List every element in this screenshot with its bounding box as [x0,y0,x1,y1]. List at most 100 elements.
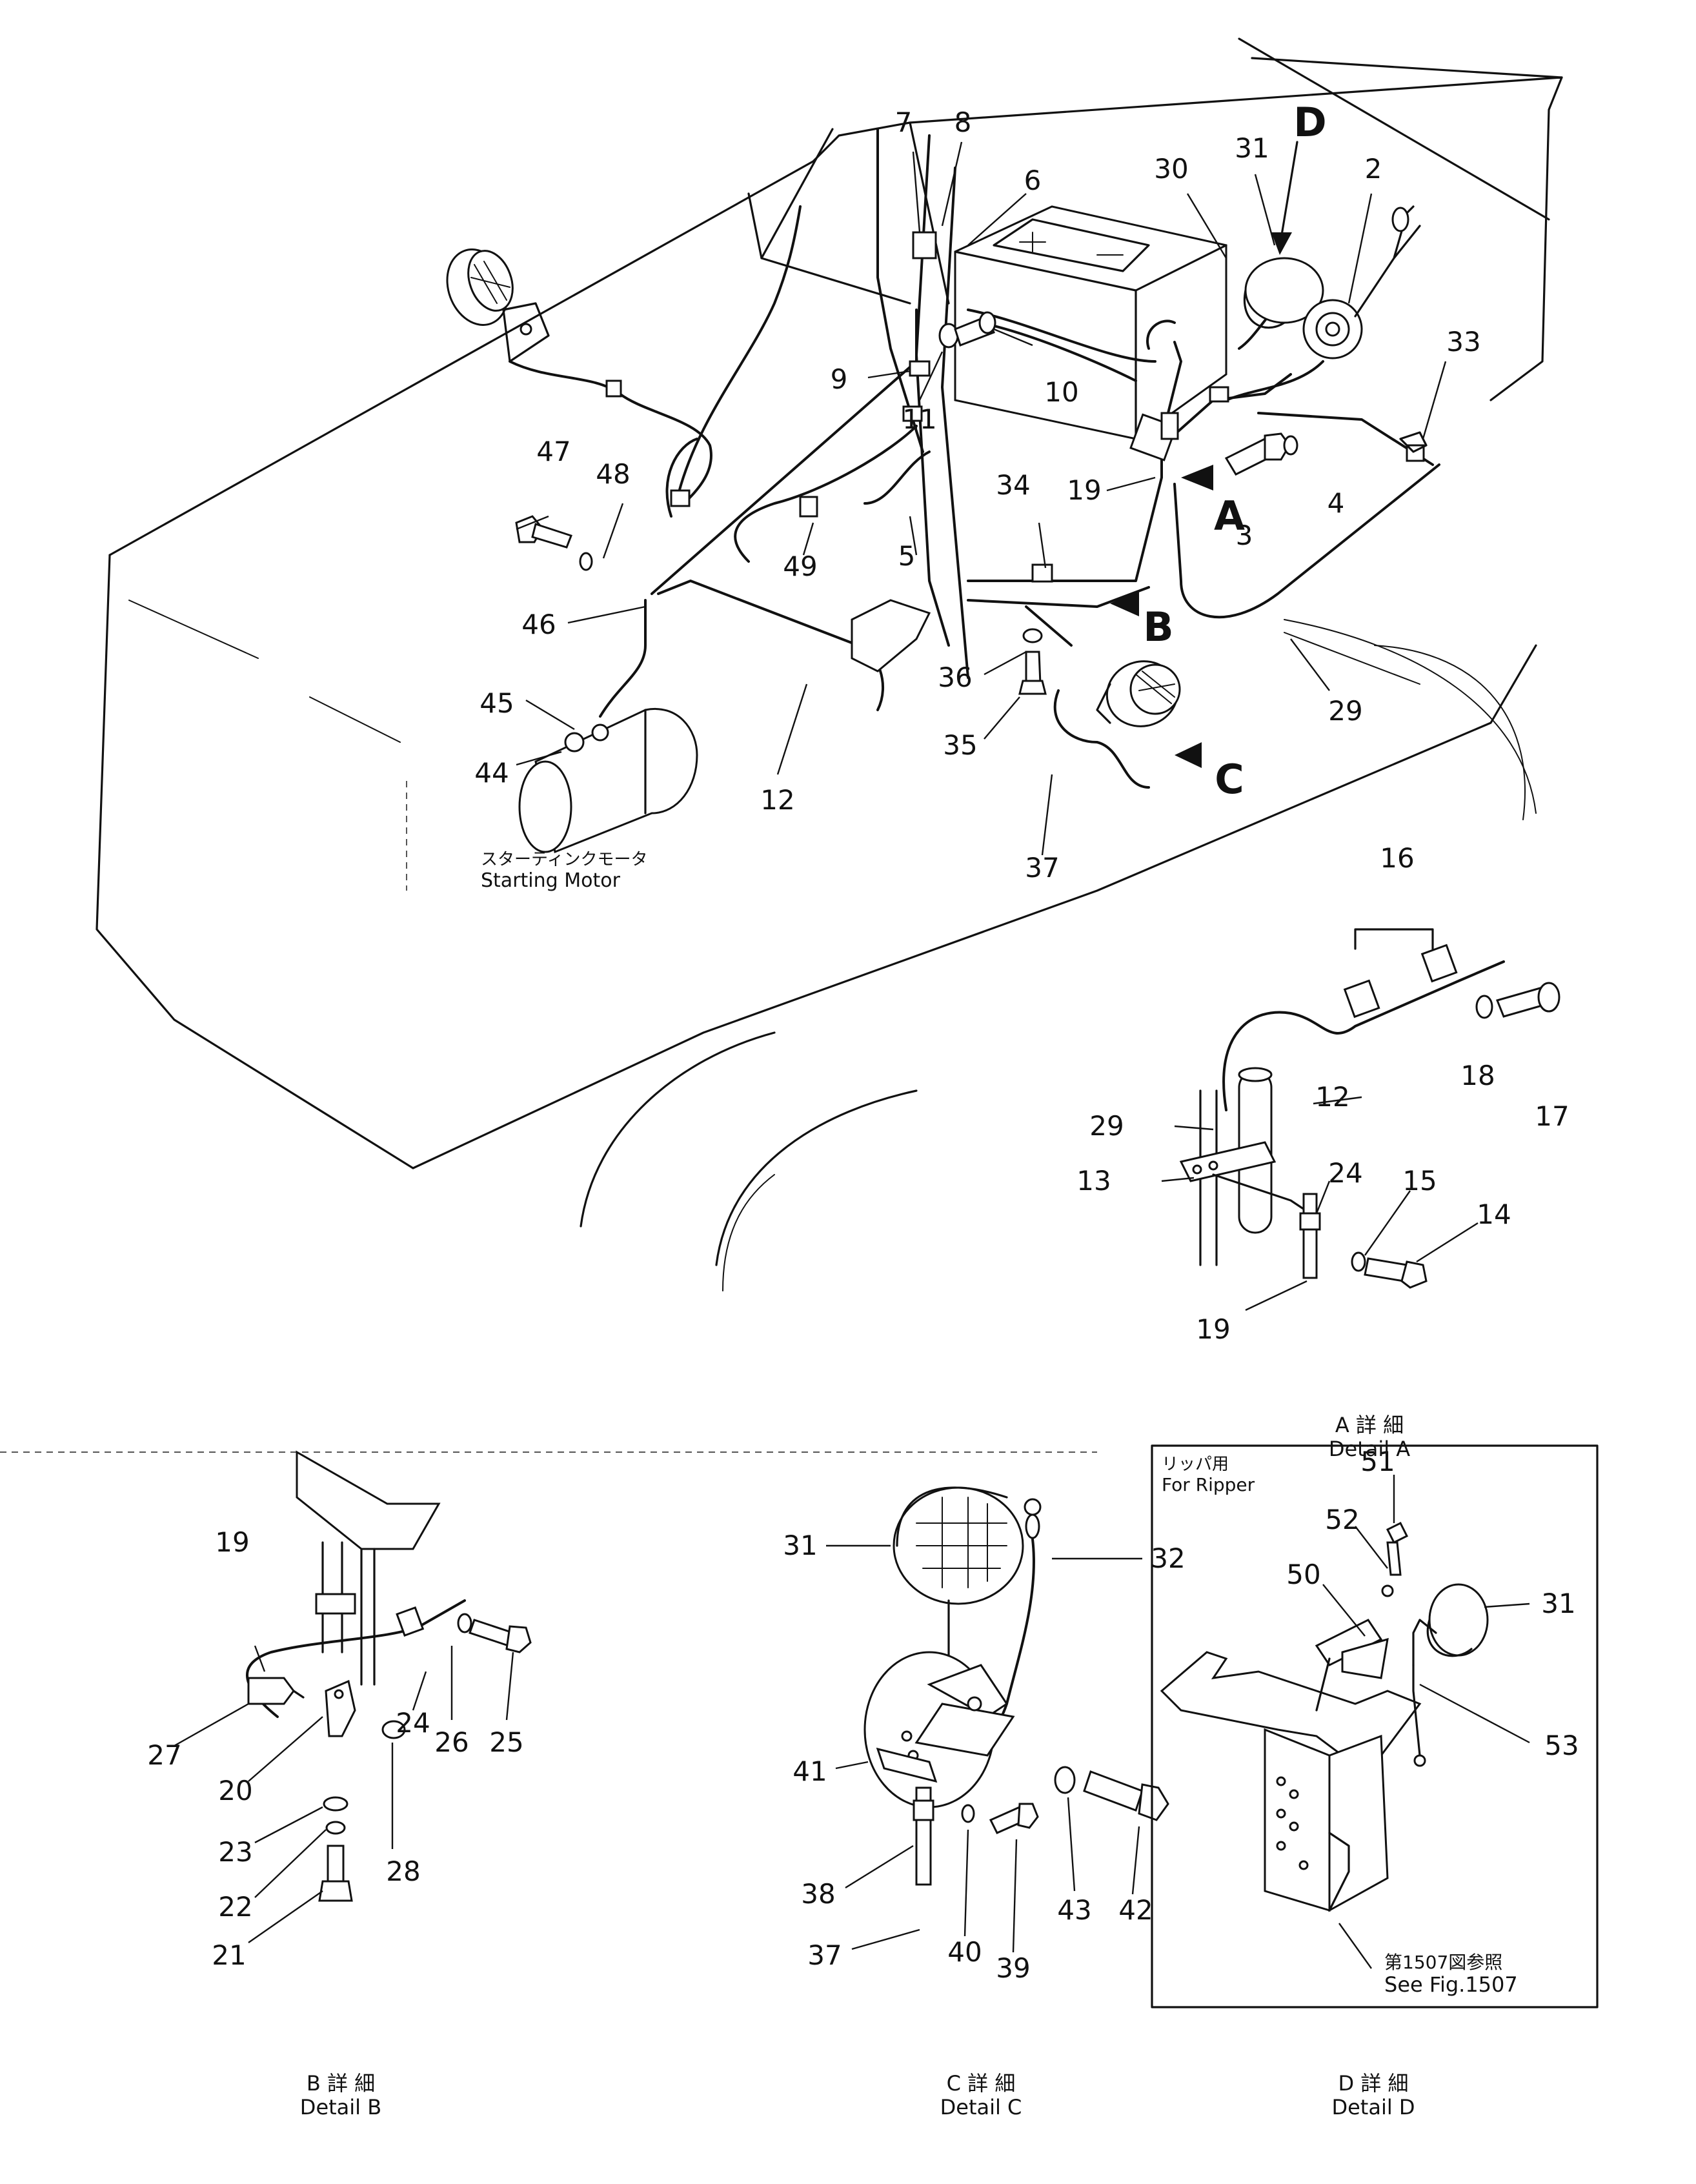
detail-d-header-en: For Ripper [1162,1473,1255,1495]
detail-d-callout-31: 31 [1541,1588,1576,1619]
detail-b-callout-21: 21 [212,1939,247,1971]
detail-c-callout-40: 40 [947,1936,982,1968]
callout-3: 3 [1235,520,1253,551]
callout-29: 29 [1328,695,1363,727]
callout-45: 45 [480,687,514,719]
callout-12: 12 [760,784,795,816]
callout-9: 9 [830,363,848,395]
detail-b-callout-19: 19 [215,1526,250,1558]
detail-b-caption: B 詳 細 Detail B [300,2072,381,2119]
washer-4 [1283,435,1298,456]
callout-31: 31 [1235,132,1269,164]
detail-a-callout-19: 19 [1196,1313,1231,1345]
detail-a-caption-jp: A 詳 細 [1335,1413,1404,1437]
view-arrows [1110,141,1298,768]
detail-a-caption-en: Detail A [1328,1436,1411,1461]
detail-b-callout-26: 26 [434,1726,469,1758]
callout-46: 46 [521,609,556,640]
detail-a-callout-24: 24 [1328,1157,1363,1189]
callout-10: 10 [1044,376,1079,408]
detail-d-caption: D 詳 細 Detail D [1331,2072,1415,2119]
main-leader-lines [516,141,1447,856]
detail-b-caption-en: Detail B [299,2094,382,2119]
callout-36: 36 [938,662,973,693]
detail-c-callout-39: 39 [996,1952,1031,1984]
bolt-3 [1224,432,1291,476]
callout-48: 48 [596,458,631,490]
detail-c-caption-jp: C 詳 細 [946,2071,1016,2096]
callout-19: 19 [1067,474,1102,506]
callout-33: 33 [1446,326,1481,358]
front-lamp-31 [1243,257,1324,329]
mount-bracket [851,599,931,672]
detail-c-callout-42: 42 [1118,1894,1153,1926]
detail-b-callout-28: 28 [386,1855,421,1887]
detail-d-callout-53: 53 [1544,1730,1579,1761]
callout-47: 47 [536,436,571,467]
detail-d-caption-en: Detail D [1331,2094,1415,2119]
starting-motor-label: スターティンクモータ Starting Motor [481,850,648,892]
detail-b-callout-27: 27 [147,1739,182,1771]
battery-terminal-bolt [938,311,996,349]
detail-c-caption-en: Detail C [940,2094,1022,2119]
detail-a-caption: A 詳 細 Detail A [1329,1413,1410,1461]
detail-d-reference: 第1507図参照 See Fig.1507 [1384,1952,1518,1997]
view-letter-c: C [1215,756,1244,803]
rear-lamp-c [1096,660,1181,727]
detail-b-caption-jp: B 詳 細 [306,2071,376,2096]
view-letter-d: D [1293,99,1327,146]
detail-d-reference-jp: 第1507図参照 [1384,1952,1503,1973]
view-letter-b: B [1143,603,1174,651]
bracket-33 [1399,431,1428,453]
detail-d-reference-en: See Fig.1507 [1384,1972,1518,1997]
rear-lamp-left [446,248,550,363]
detail-a-callout-18: 18 [1460,1060,1495,1091]
detail-c-callout-37: 37 [807,1939,842,1971]
detail-c-callout-32: 32 [1151,1542,1186,1574]
view-letter-a: A [1214,492,1245,540]
callout-44: 44 [474,757,509,789]
detail-b-drawing [174,1450,532,1943]
starting-motor-label-en: Starting Motor [481,869,620,892]
detail-d-callout-51: 51 [1360,1446,1395,1477]
callout-30: 30 [1154,153,1189,185]
detail-b-callout-20: 20 [218,1775,253,1806]
starting-motor [518,708,698,854]
detail-b-callout-25: 25 [489,1726,524,1758]
detail-d-box [1151,1444,1599,2008]
harness-clamps [605,231,1425,583]
detail-b-callout-22: 22 [218,1891,253,1923]
detail-a-callout-15: 15 [1402,1165,1437,1197]
detail-a-callout-12: 12 [1315,1081,1350,1113]
detail-d-caption-jp: D 詳 細 [1338,2071,1409,2096]
callout-8: 8 [954,106,972,138]
detail-d-drawing [1151,1444,1599,2008]
callout-34: 34 [996,469,1031,501]
detail-c-caption: C 詳 細 Detail C [940,2072,1022,2119]
machine-body-outline [96,37,1563,1291]
detail-d-header-jp: リッパ用 [1162,1455,1229,1474]
bolt-35 [1018,628,1047,695]
bolt-47 [515,515,572,549]
detail-c-callout-41: 41 [792,1755,827,1787]
wire-harness [509,128,1440,789]
washer-48 [579,552,593,571]
callout-49: 49 [783,551,818,582]
detail-a-callout-16: 16 [1380,842,1415,874]
callout-5: 5 [898,540,916,572]
detail-c-callout-31: 31 [783,1530,818,1561]
detail-d-callout-52: 52 [1325,1504,1360,1535]
callout-6: 6 [1024,165,1042,196]
starting-motor-label-jp: スターティンクモータ [481,850,648,869]
detail-b-callout-23: 23 [218,1836,253,1868]
detail-a-callout-14: 14 [1477,1198,1511,1230]
detail-a-drawing [1161,928,1560,1311]
callout-4: 4 [1327,487,1345,519]
detail-c-callout-43: 43 [1057,1894,1092,1926]
detail-a-callout-13: 13 [1076,1165,1111,1197]
detail-c-callout-38: 38 [801,1878,836,1910]
callout-2: 2 [1364,153,1382,185]
horn-2 [1302,205,1421,359]
